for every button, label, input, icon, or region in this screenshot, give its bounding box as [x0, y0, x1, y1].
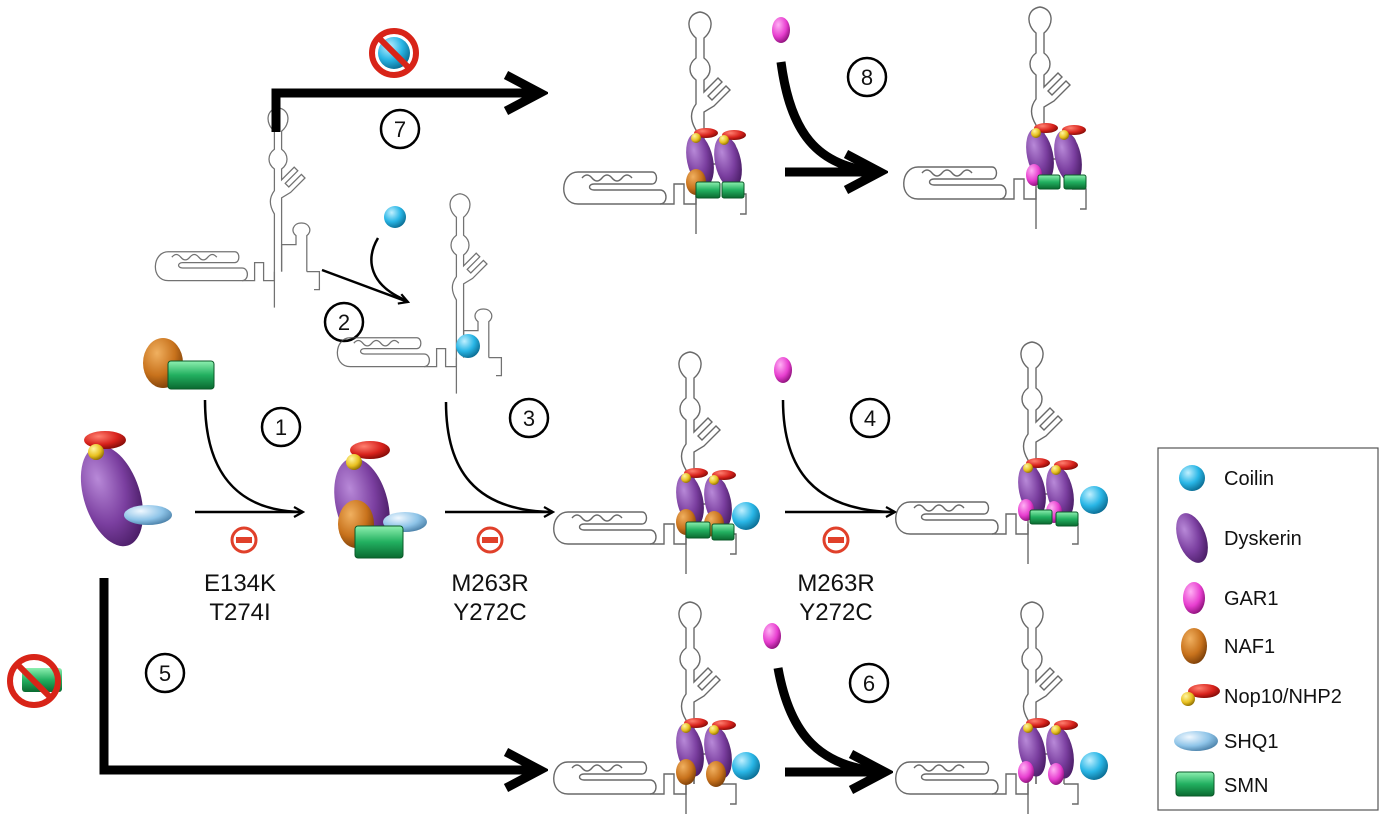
- step-1-mutation-b: T274I: [209, 599, 270, 626]
- step-8-arrow: [776, 61, 880, 172]
- legend-label-dyskerin: Dyskerin: [1224, 528, 1302, 550]
- step-8-number: 8: [861, 65, 873, 90]
- rnp-gar1-coilin-bottom: [895, 601, 1108, 814]
- step-3-mutation-a: M263R: [451, 570, 528, 597]
- step-4-inhibition-icon: [822, 526, 850, 554]
- bound-coilin: [456, 334, 480, 358]
- step-1-marker: [260, 406, 302, 448]
- rnp-naf1-smn-top: [563, 11, 747, 235]
- legend-label-naf1: NAF1: [1224, 636, 1275, 658]
- legend-label-smn: SMN: [1224, 775, 1268, 797]
- legend-label-gar1: GAR1: [1224, 588, 1278, 610]
- step-2-marker: [323, 301, 365, 343]
- step-2-arrow: [321, 237, 408, 302]
- naf1-icon: [1181, 628, 1207, 664]
- naf1-smn-complex: [143, 338, 215, 390]
- step-3-mutation-b: Y272C: [453, 599, 526, 626]
- shq1-icon: [1174, 731, 1218, 751]
- step-3-inhibition-icon: [476, 526, 504, 554]
- gar1-particle-step-8: [772, 17, 790, 43]
- step-6-marker: [848, 662, 890, 704]
- step-7-marker: [379, 108, 421, 150]
- step-2-number: 2: [338, 310, 350, 335]
- step-7-arrow: [271, 93, 540, 132]
- gar1-particle-step-4: [774, 357, 792, 383]
- step-6-number: 6: [863, 671, 875, 696]
- rnp-naf1-coilin-bottom: [553, 601, 760, 814]
- step-1-arrow: [195, 399, 303, 512]
- dyskerin-shq1-complex: [80, 431, 172, 547]
- legend-label-shq1: SHQ1: [1224, 731, 1278, 753]
- step-5-marker: [144, 652, 186, 694]
- step-4-mutation-a: M263R: [797, 570, 874, 597]
- dyskerin-icon: [1176, 513, 1208, 563]
- rnp-naf1-smn-coilin: [553, 351, 760, 575]
- nop10-nhp2-icon: [1181, 684, 1220, 706]
- rnp-gar1-smn-coilin: [895, 341, 1108, 565]
- snorna-free: [154, 107, 321, 309]
- step-8-marker: [846, 56, 888, 98]
- coilin-icon: [1179, 465, 1205, 491]
- step-3-arrow: [444, 401, 553, 512]
- snorna-coilin: [336, 193, 503, 395]
- step-6-arrow: [773, 667, 885, 772]
- legend: Coilin Dyskerin GAR1 NAF1 Nop10/NHP2 SHQ…: [1157, 447, 1379, 811]
- step-4-number: 4: [864, 406, 876, 431]
- gar1-particle-step-6: [763, 623, 781, 649]
- step-4-marker: [849, 397, 891, 439]
- coilin-particle: [384, 206, 406, 228]
- step-7-number: 7: [394, 117, 406, 142]
- legend-label-nop10-nhp2: Nop10/NHP2: [1224, 686, 1342, 708]
- no-smn-icon: [7, 654, 62, 708]
- step-3-marker: [508, 397, 550, 439]
- step-3-number: 3: [523, 406, 535, 431]
- step-4-mutation-b: Y272C: [799, 599, 872, 626]
- gar1-icon: [1183, 582, 1205, 614]
- smn-icon: [1175, 771, 1215, 797]
- step-5-arrow: [99, 578, 540, 770]
- step-5-number: 5: [159, 661, 171, 686]
- legend-label-coilin: Coilin: [1224, 468, 1274, 490]
- step-1-number: 1: [275, 415, 287, 440]
- step-1-mutation-a: E134K: [204, 570, 276, 597]
- rnp-gar1-smn-top: [903, 6, 1087, 230]
- step-4-arrow: [781, 399, 895, 512]
- dyskerin-naf1-smn-shq1-complex: [334, 441, 427, 559]
- step-1-inhibition-icon: [230, 526, 258, 554]
- no-coilin-icon: [369, 28, 419, 78]
